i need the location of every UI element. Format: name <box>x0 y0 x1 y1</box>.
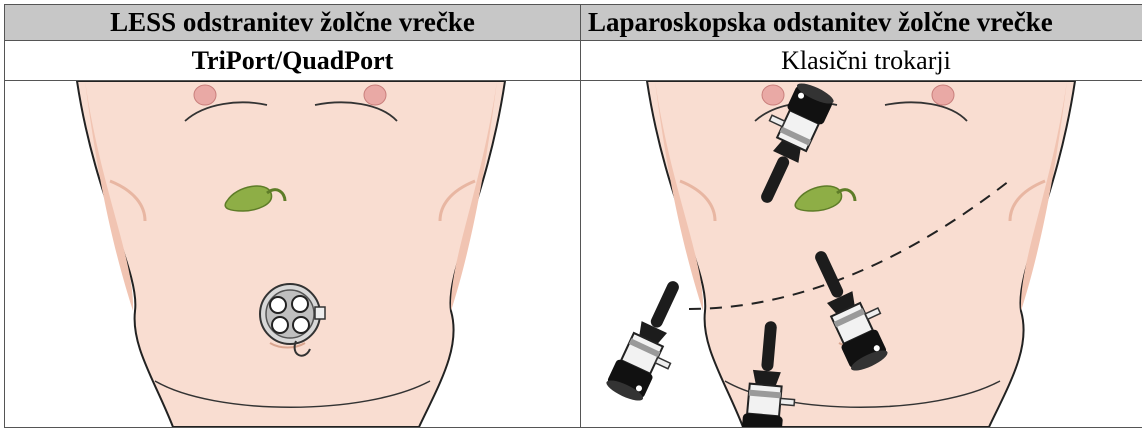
illustration-laparoscopic-cell <box>581 81 1142 428</box>
header-less: LESS odstranitev žolčne vrečke <box>5 5 581 41</box>
subheader-row: TriPort/QuadPort Klasični trokarji <box>5 41 1142 81</box>
torso-laparoscopic-illustration <box>581 81 1142 427</box>
torso-less-illustration <box>5 81 580 427</box>
torso-body <box>77 81 505 427</box>
header-row: LESS odstranitev žolčne vrečke Laparosko… <box>5 5 1142 41</box>
nipple-right <box>364 85 386 105</box>
nipple-right <box>932 85 954 105</box>
illustration-row <box>5 81 1142 428</box>
torso-body <box>647 81 1075 427</box>
trocar-icon <box>604 273 703 408</box>
nipple-left <box>194 85 216 105</box>
subheader-triport: TriPort/QuadPort <box>5 41 581 81</box>
comparison-table: LESS odstranitev žolčne vrečke Laparosko… <box>4 4 1142 428</box>
header-laparoscopic: Laparoskopska odstanitev žolčne vrečke <box>581 5 1142 41</box>
subheader-trocars: Klasični trokarji <box>581 41 1142 81</box>
illustration-less-cell <box>5 81 581 428</box>
nipple-left <box>762 85 784 105</box>
